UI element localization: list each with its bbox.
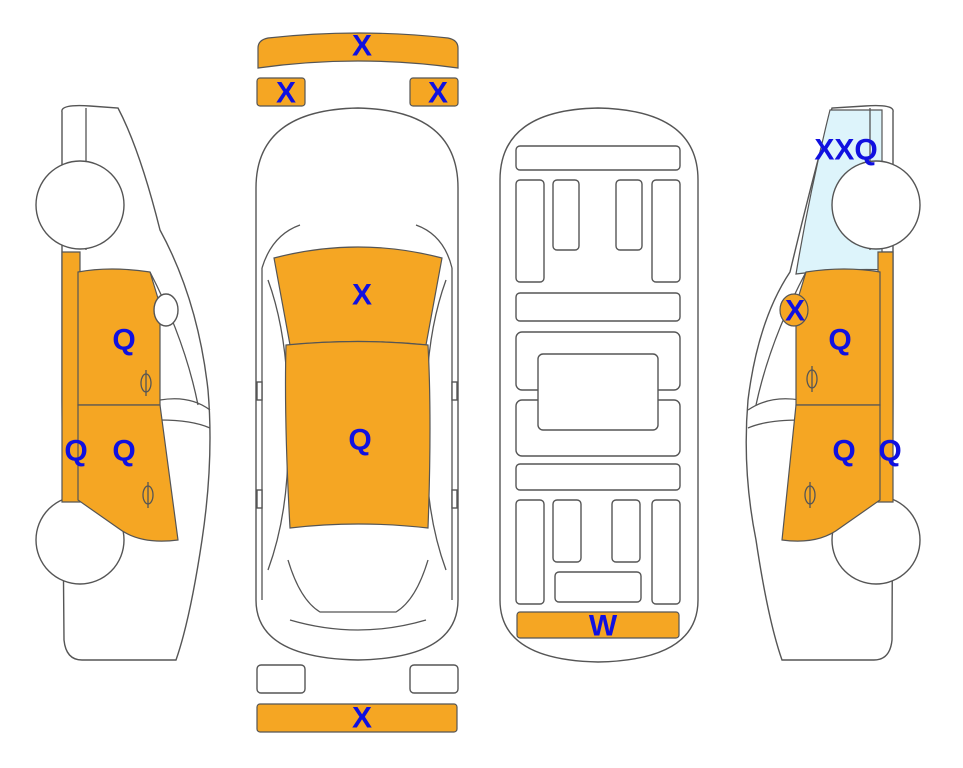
front-right-lamp-code: X <box>428 77 448 110</box>
top-view-right-mirror <box>451 381 458 401</box>
under-front-crossmember <box>515 145 681 171</box>
top-view-right-handle <box>451 489 458 509</box>
top-view-rear-glass-line <box>287 559 429 613</box>
under-rear-right-arm <box>611 499 641 563</box>
front-right-lamp-panel <box>409 77 459 107</box>
damage-code-labels: X X X X Q X W Q Q Q XXQ X Q Q Q <box>64 30 901 735</box>
top-view-front-left-fender-line <box>261 224 301 269</box>
left-rear-door-panel <box>77 268 161 406</box>
right-mirror-panel <box>779 293 809 327</box>
right-side-rear-wheel <box>831 160 921 250</box>
front-left-lamp-code: X <box>276 77 296 110</box>
right-front-door-handle <box>804 482 816 508</box>
hood-code: X <box>352 279 372 312</box>
roof-code: Q <box>348 424 371 457</box>
under-rear-crossmember <box>515 463 681 491</box>
left-front-door-panel <box>77 404 179 542</box>
under-rear-left-arm <box>552 499 582 563</box>
under-rear-panel <box>516 611 680 639</box>
front-bumper-code: X <box>352 30 372 63</box>
under-rear-left-rail <box>515 499 545 605</box>
rear-left-lamp <box>256 664 306 694</box>
left-front-door-code: Q <box>112 435 135 468</box>
right-rear-door-code: Q <box>828 324 851 357</box>
right-front-door-panel <box>781 404 881 542</box>
rear-bumper-code: X <box>352 702 372 735</box>
top-view-left-handle <box>256 489 263 509</box>
rear-right-lamp <box>409 664 459 694</box>
undercarriage-rear-code: W <box>589 610 618 643</box>
right-side-windshield-line <box>755 271 807 406</box>
top-view-left-mirror <box>256 381 263 401</box>
rear-bumper-panel <box>256 703 458 733</box>
left-side-mirror-line <box>159 398 211 411</box>
under-front-subframe <box>515 292 681 322</box>
top-view-trunk-line <box>289 619 427 631</box>
undercarriage-view <box>499 107 699 663</box>
front-bumper-panel <box>257 32 459 69</box>
under-center-tunnel <box>537 353 659 431</box>
roof-panel <box>284 340 431 529</box>
right-rear-door-handle <box>806 366 818 392</box>
under-front-left-arm <box>552 179 580 251</box>
left-front-door-handle <box>142 482 154 508</box>
right-mirror-code: X <box>785 295 805 328</box>
left-side-mirror <box>153 293 179 327</box>
right-side-view <box>745 104 921 661</box>
under-front-right-rail <box>651 179 681 283</box>
left-side-mirror-line-2 <box>159 419 211 429</box>
left-side-rear-wheel <box>35 160 125 250</box>
top-view-front-right-fender-line <box>415 224 453 269</box>
left-rocker-code: Q <box>64 435 87 468</box>
under-front-left-rail <box>515 179 545 283</box>
left-rear-door-handle <box>140 370 152 396</box>
left-side-windshield-line <box>149 271 199 406</box>
top-view <box>255 32 459 733</box>
right-rocker-code: Q <box>878 435 901 468</box>
right-front-door-code: Q <box>832 435 855 468</box>
right-rear-door-panel <box>795 268 881 406</box>
under-front-right-arm <box>615 179 643 251</box>
left-side-view <box>35 104 211 661</box>
front-left-lamp-panel <box>256 77 306 107</box>
right-side-mirror-line <box>747 398 801 411</box>
right-quarter-glass-code: XXQ <box>814 134 877 167</box>
under-spare-well <box>554 571 642 603</box>
left-rear-door-code: Q <box>112 324 135 357</box>
under-rear-right-rail <box>651 499 681 605</box>
